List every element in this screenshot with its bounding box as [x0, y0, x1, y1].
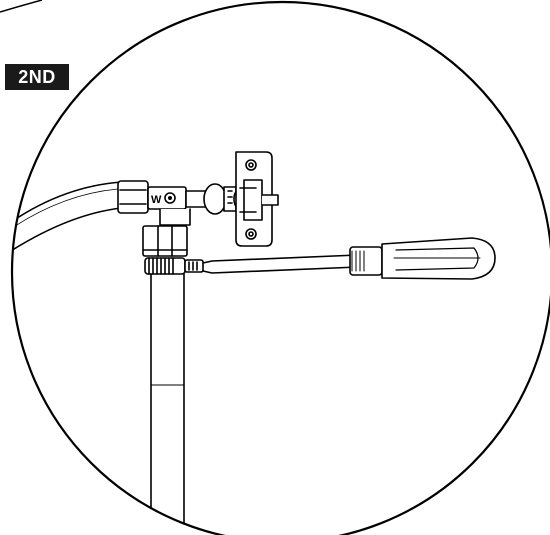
- compression-nut: [117, 180, 149, 214]
- previous-step-frame-arc: [0, 0, 43, 13]
- detail-circle: [10, 0, 550, 535]
- svg-text:W: W: [151, 194, 162, 206]
- hose-clamp: [144, 257, 204, 275]
- mounting-bracket: [235, 151, 279, 247]
- hex-fitting: [142, 225, 188, 257]
- tee-valve-body: W: [147, 186, 209, 226]
- screwdriver: [202, 237, 496, 280]
- step-badge: 2ND: [5, 64, 69, 90]
